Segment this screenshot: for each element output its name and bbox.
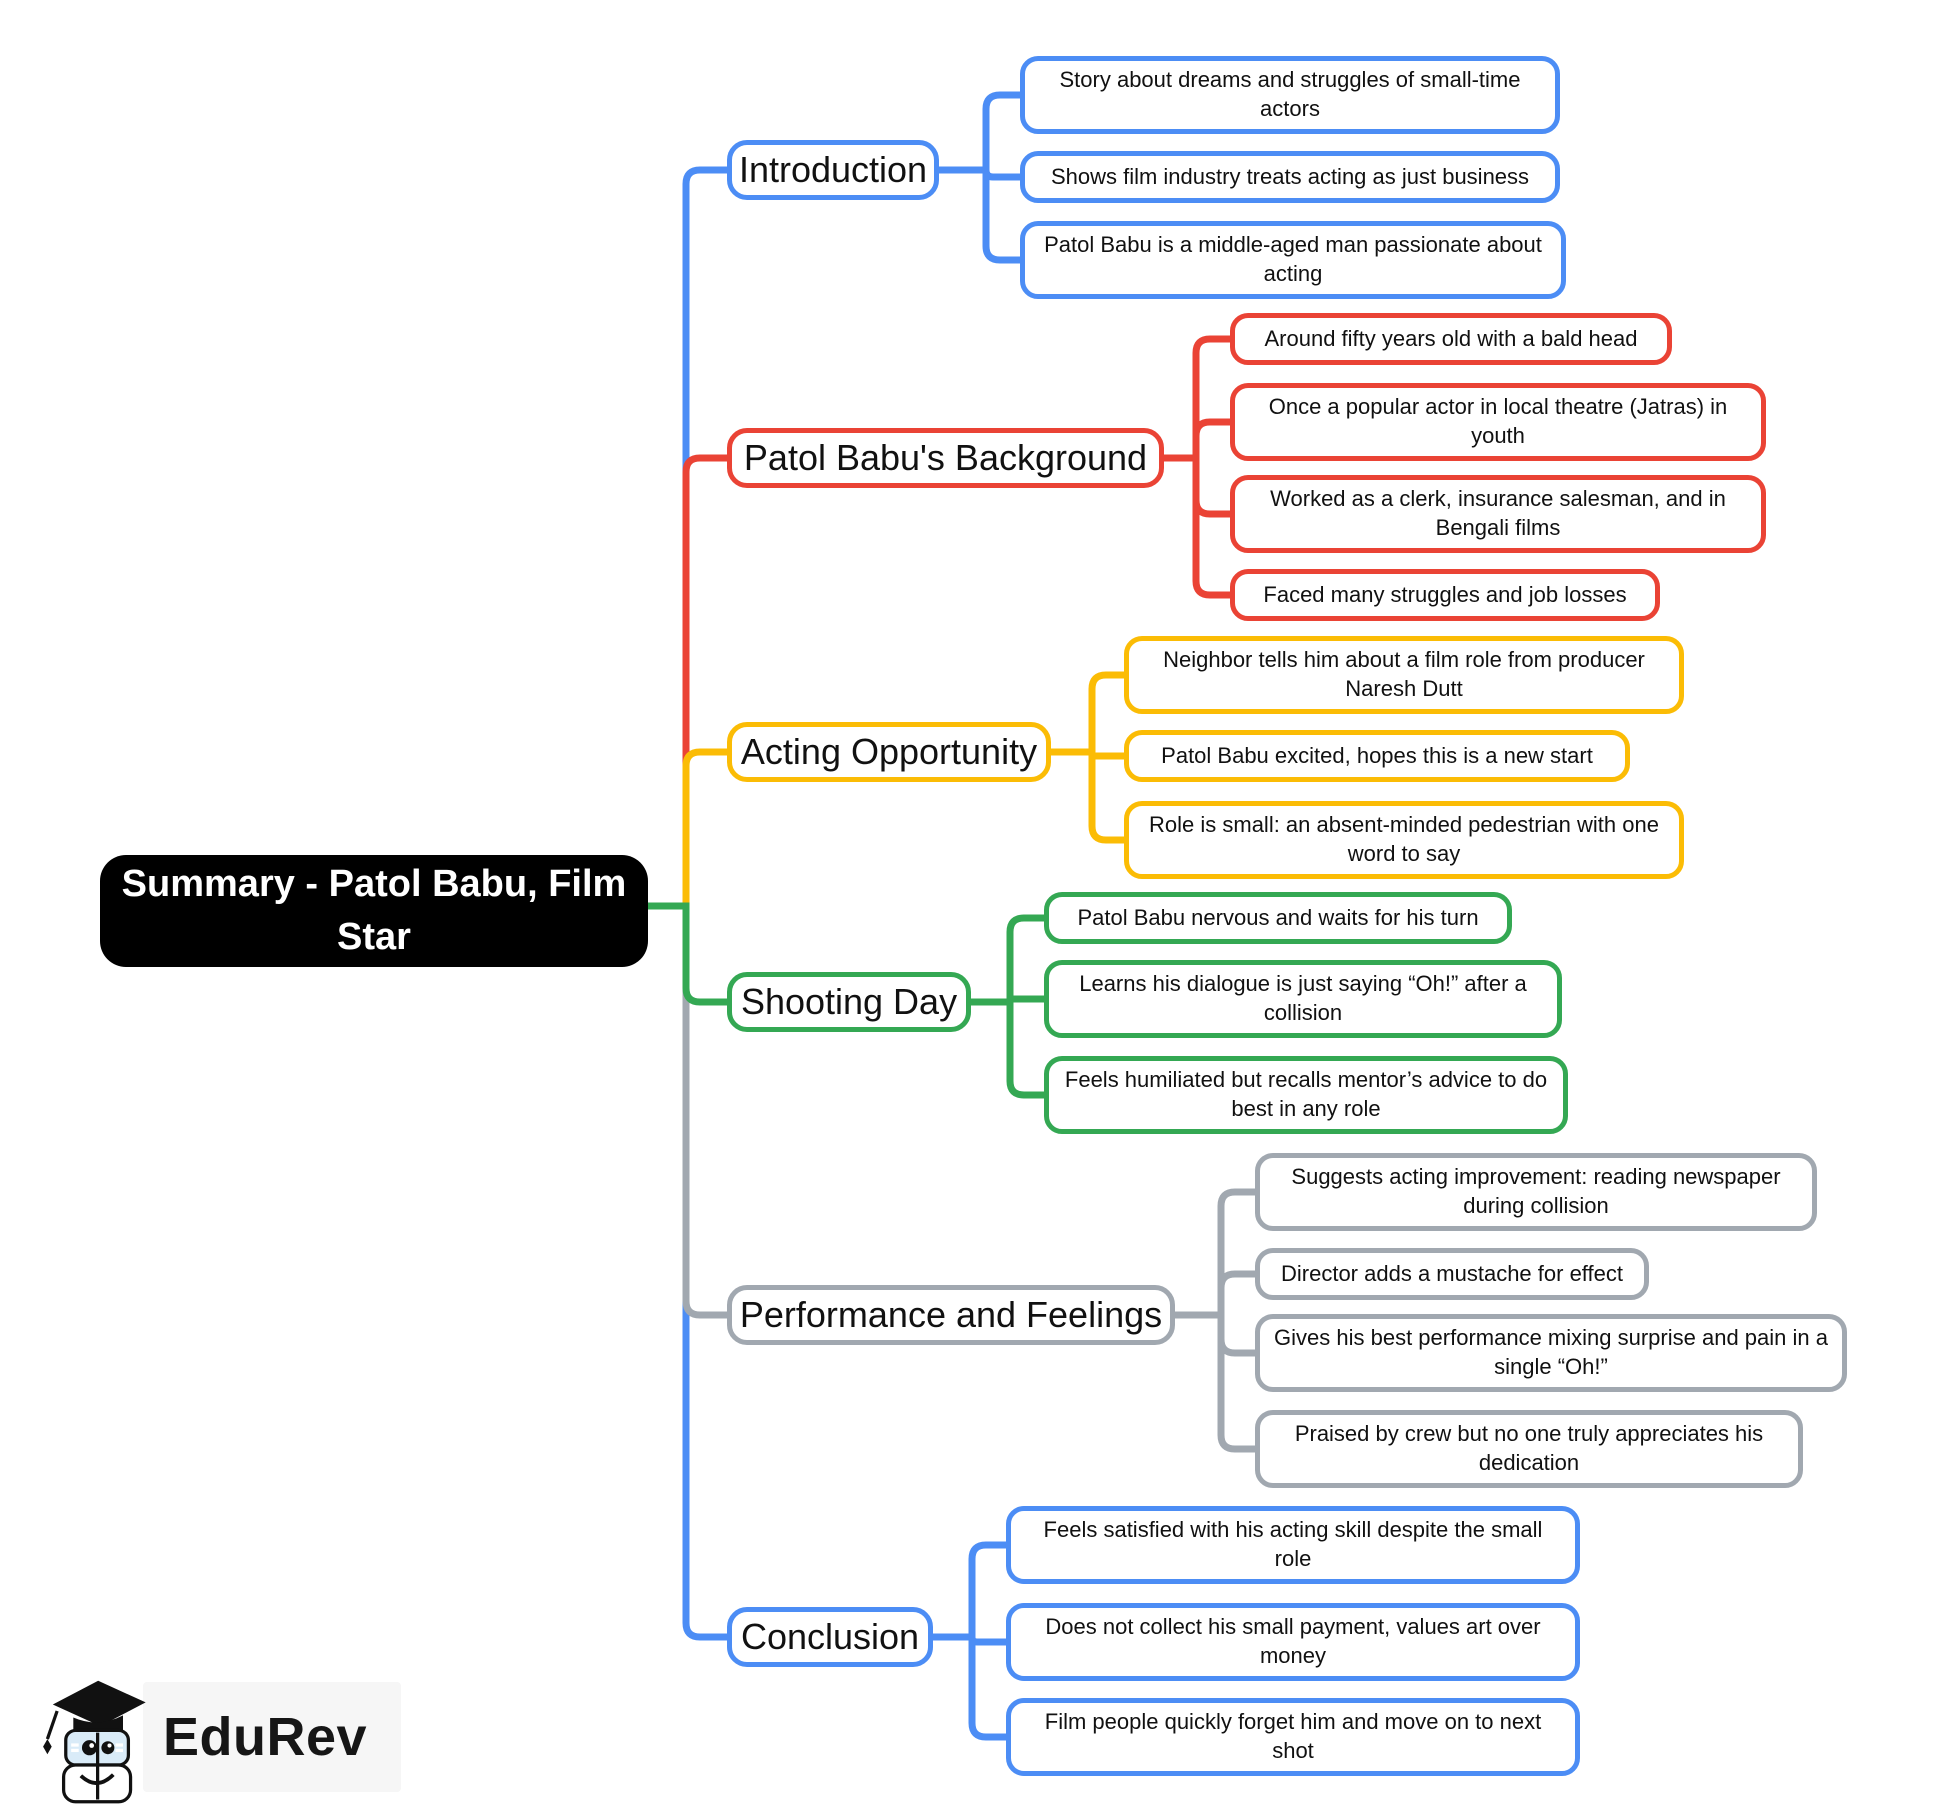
shooting-day-child-3: Feels humiliated but recalls mentor’s ad… [1044, 1056, 1568, 1134]
acting-opportunity-child-3: Role is small: an absent-minded pedestri… [1124, 801, 1684, 879]
introduction-child-2: Shows film industry treats acting as jus… [1020, 151, 1560, 203]
shooting-day-child-2: Learns his dialogue is just saying “Oh!”… [1044, 960, 1562, 1038]
background-child-2: Once a popular actor in local theatre (J… [1230, 383, 1766, 461]
edurev-logo-text: EduRev [163, 1707, 368, 1767]
branch-label-performance-feelings: Performance and Feelings [727, 1285, 1175, 1345]
branch-label-conclusion: Conclusion [727, 1607, 933, 1667]
branch-label-background: Patol Babu's Background [727, 428, 1164, 488]
root-node: Summary - Patol Babu, Film Star [100, 855, 648, 967]
branch-label-acting-opportunity: Acting Opportunity [727, 722, 1051, 782]
performance-feelings-child-3: Gives his best performance mixing surpri… [1255, 1314, 1847, 1392]
conclusion-child-3: Film people quickly forget him and move … [1006, 1698, 1580, 1776]
branch-label-shooting-day: Shooting Day [727, 972, 971, 1032]
introduction-child-1: Story about dreams and struggles of smal… [1020, 56, 1560, 134]
background-child-4: Faced many struggles and job losses [1230, 569, 1660, 621]
acting-opportunity-child-2: Patol Babu excited, hopes this is a new … [1124, 730, 1630, 782]
shooting-day-child-1: Patol Babu nervous and waits for his tur… [1044, 892, 1512, 944]
acting-opportunity-child-1: Neighbor tells him about a film role fro… [1124, 636, 1684, 714]
conclusion-child-2: Does not collect his small payment, valu… [1006, 1603, 1580, 1681]
edurev-mascot-logo [43, 1680, 146, 1804]
branch-label-introduction: Introduction [727, 140, 939, 200]
performance-feelings-child-4: Praised by crew but no one truly appreci… [1255, 1410, 1803, 1488]
background-child-3: Worked as a clerk, insurance salesman, a… [1230, 475, 1766, 553]
introduction-child-3: Patol Babu is a middle-aged man passiona… [1020, 221, 1566, 299]
conclusion-child-1: Feels satisfied with his acting skill de… [1006, 1506, 1580, 1584]
background-child-1: Around fifty years old with a bald head [1230, 313, 1672, 365]
performance-feelings-child-2: Director adds a mustache for effect [1255, 1248, 1649, 1300]
performance-feelings-child-1: Suggests acting improvement: reading new… [1255, 1153, 1817, 1231]
logo-backdrop [143, 1682, 401, 1792]
